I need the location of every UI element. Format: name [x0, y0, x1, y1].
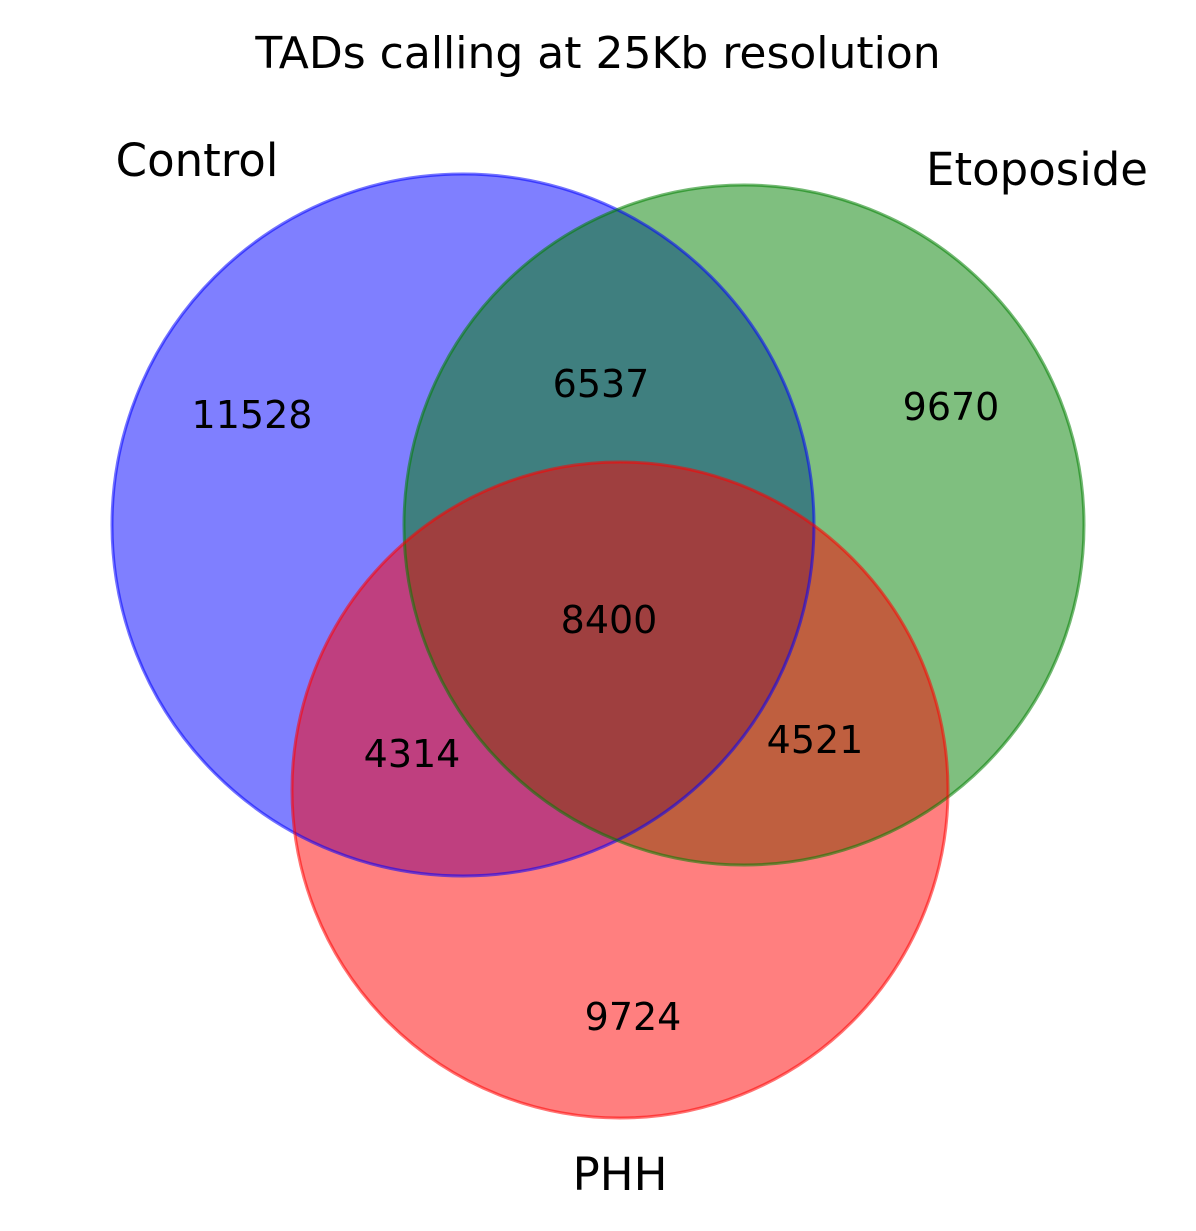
- set-label-etoposide: Etoposide: [926, 143, 1148, 196]
- venn-circle-edge-etoposide: [402, 183, 1086, 867]
- region-label-bc-only: 4521: [767, 718, 864, 762]
- chart-title: TADs calling at 25Kb resolution: [254, 28, 940, 79]
- region-label-b-only: 9670: [903, 385, 1000, 429]
- region-label-a-only: 11528: [192, 393, 313, 437]
- set-label-control: Control: [116, 134, 279, 187]
- region-label-abc: 8400: [561, 598, 658, 642]
- venn-circle-phh: [292, 462, 948, 1118]
- venn-circles: [112, 174, 1084, 1118]
- venn-boundaries: [110, 172, 1086, 1120]
- venn-circle-edge-phh: [290, 460, 950, 1120]
- region-labels: 11528 9670 9724 6537 4314 4521 8400: [192, 362, 1000, 1039]
- set-label-phh: PHH: [573, 1148, 668, 1201]
- region-label-ab-only: 6537: [553, 362, 650, 406]
- region-label-ac-only: 4314: [364, 732, 461, 776]
- region-label-c-only: 9724: [585, 995, 682, 1039]
